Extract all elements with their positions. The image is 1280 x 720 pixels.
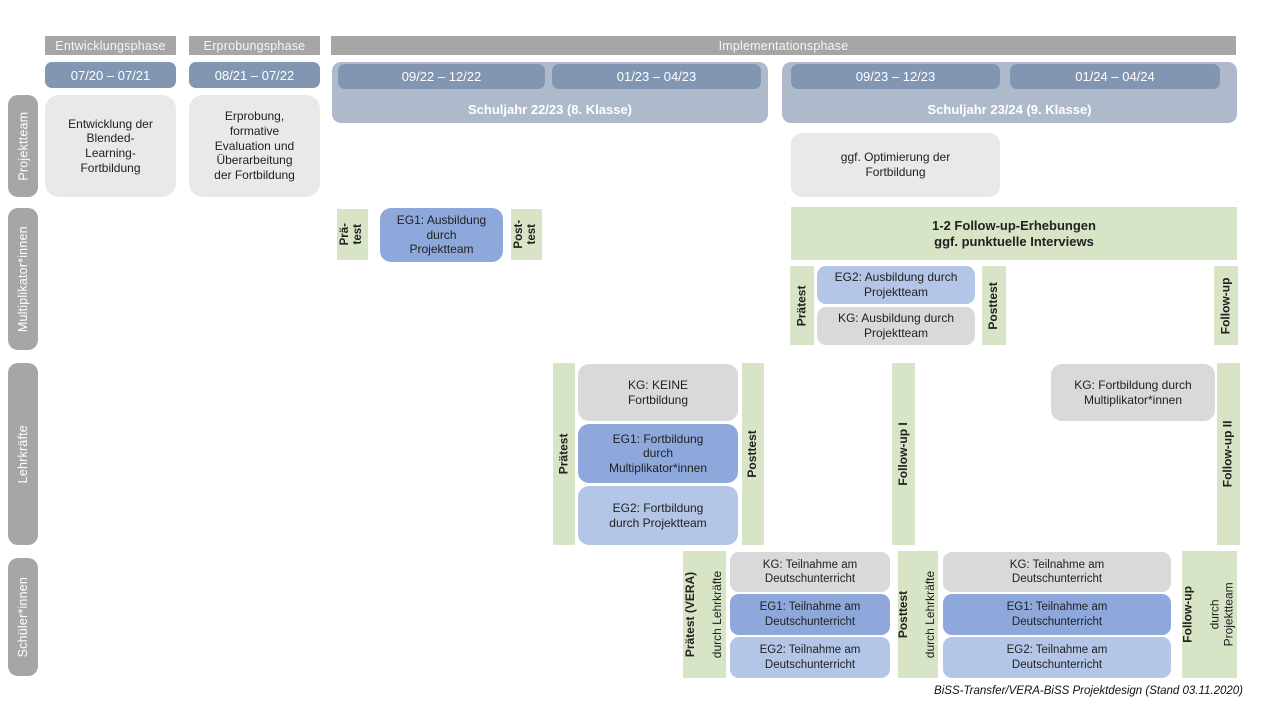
green-followup-label: Follow-up [1218, 277, 1233, 334]
green-followup-multiplikatoren: Follow-up [1214, 266, 1238, 345]
praetest-vera-sub: durch Lehrkräfte [710, 570, 725, 659]
green-praetest-lehrkraefte-label: Prätest [556, 433, 571, 475]
green-posttest-lehrkraefte: Posttest [742, 363, 764, 545]
box-eg1-fortbildung-multiplikatoren: EG1: Fortbildung durch Multiplikator*inn… [578, 424, 738, 483]
date-bar-0720-0721: 07/20 – 07/21 [45, 62, 176, 88]
sidebar-row-lehrkraefte: Lehrkräfte [8, 363, 38, 545]
box-erprobung-evaluation: Erprobung, formative Evaluation und Über… [189, 95, 320, 197]
green-followup-2-label: Follow-up II [1220, 420, 1235, 488]
green-praetest2-label: Prätest [794, 285, 809, 326]
green-followup-schueler-label: Follow-up durch Projektteam [1168, 582, 1251, 646]
box-eg2-teilnahme-1: EG2: Teilnahme am Deutschunterricht [730, 637, 890, 678]
phase-bar-implementationsphase: Implementationsphase [331, 36, 1236, 55]
green-posttest-schueler: Posttest durch Lehrkräfte [896, 551, 938, 678]
date-bar-0123-0423: 01/23 – 04/23 [552, 64, 761, 89]
followup-schueler-sub: durch Projektteam [1208, 582, 1237, 647]
box-eg1-teilnahme-1: EG1: Teilnahme am Deutschunterricht [730, 594, 890, 635]
green-praetest-label: Prä- test [339, 223, 365, 246]
box-kg-teilnahme-2: KG: Teilnahme am Deutschunterricht [943, 552, 1171, 592]
year-label-2324: Schuljahr 23/24 (9. Klasse) [927, 102, 1092, 117]
box-kg-teilnahme-1: KG: Teilnahme am Deutschunterricht [730, 552, 890, 592]
date-bar-0124-0424: 01/24 – 04/24 [1010, 64, 1220, 89]
box-eg2-fortbildung-projektteam: EG2: Fortbildung durch Projektteam [578, 486, 738, 545]
sidebar-label-multiplikatorinnen: Multiplikator*innen [15, 226, 30, 332]
followup-schueler-main: Follow-up [1180, 586, 1195, 643]
green-followup-schueler: Follow-up durch Projektteam [1181, 551, 1237, 678]
green-posttest-lehrkraefte-label: Posttest [745, 430, 760, 478]
box-eg1-teilnahme-2: EG1: Teilnahme am Deutschunterricht [943, 594, 1171, 635]
sidebar-row-projektteam: Projektteam [8, 95, 38, 197]
green-followup-1-label: Follow-up I [895, 422, 910, 486]
box-eg2-teilnahme-2: EG2: Teilnahme am Deutschunterricht [943, 637, 1171, 678]
green-posttest-multiplikatoren-2: Posttest [982, 266, 1006, 345]
green-praetest-vera-label: Prätest (VERA) durch Lehrkräfte [670, 571, 739, 658]
date-bar-0922-1222: 09/22 – 12/22 [338, 64, 545, 89]
box-kg-ausbildung-projektteam: KG: Ausbildung durch Projektteam [817, 307, 975, 345]
date-bar-0923-1223: 09/23 – 12/23 [791, 64, 1000, 89]
year-label-2223: Schuljahr 22/23 (8. Klasse) [467, 102, 633, 117]
posttest-schueler-main: Posttest [896, 590, 911, 639]
sidebar-row-schuelerinnen: Schüler*innen [8, 558, 38, 676]
green-posttest2-label: Posttest [986, 281, 1001, 330]
green-praetest-multiplikatoren-1: Prä- test [337, 209, 368, 260]
green-followup-2: Follow-up II [1217, 363, 1240, 545]
posttest-schueler-sub: durch Lehrkräfte [923, 570, 938, 659]
green-posttest-multiplikatoren-1: Post- test [511, 209, 542, 260]
sidebar-row-multiplikatorinnen: Multiplikator*innen [8, 208, 38, 350]
box-kg-keine-fortbildung: KG: KEINE Fortbildung [578, 364, 738, 421]
sidebar-label-projektteam: Projektteam [15, 111, 30, 181]
date-bar-0821-0722: 08/21 – 07/22 [189, 62, 320, 88]
box-entwicklung-fortbildung: Entwicklung der Blended- Learning- Fortb… [45, 95, 176, 197]
box-eg2-ausbildung-projektteam: EG2: Ausbildung durch Projektteam [817, 266, 975, 304]
green-praetest-vera: Prätest (VERA) durch Lehrkräfte [683, 551, 726, 678]
green-followup-1: Follow-up I [892, 363, 915, 545]
green-posttest-label: Post- test [513, 220, 539, 249]
box-kg-fortbildung-multiplikatoren: KG: Fortbildung durch Multiplikator*inne… [1051, 364, 1215, 421]
green-praetest-multiplikatoren-2: Prätest [790, 266, 814, 345]
phase-bar-erprobungsphase: Erprobungsphase [189, 36, 320, 55]
box-eg1-ausbildung-projektteam: EG1: Ausbildung durch Projektteam [380, 208, 503, 262]
sidebar-label-lehrkraefte: Lehrkräfte [15, 424, 30, 484]
box-optimierung-fortbildung: ggf. Optimierung der Fortbildung [791, 133, 1000, 197]
green-praetest-lehrkraefte: Prätest [553, 363, 575, 545]
diagram-caption: BiSS-Transfer/VERA-BiSS Projektdesign (S… [934, 685, 1243, 697]
praetest-vera-main: Prätest (VERA) [682, 571, 697, 658]
phase-bar-entwicklungsphase: Entwicklungsphase [45, 36, 176, 55]
sidebar-label-schuelerinnen: Schüler*innen [15, 576, 30, 658]
box-followup-erhebungen: 1-2 Follow-up-Erhebungen ggf. punktuelle… [791, 207, 1237, 260]
